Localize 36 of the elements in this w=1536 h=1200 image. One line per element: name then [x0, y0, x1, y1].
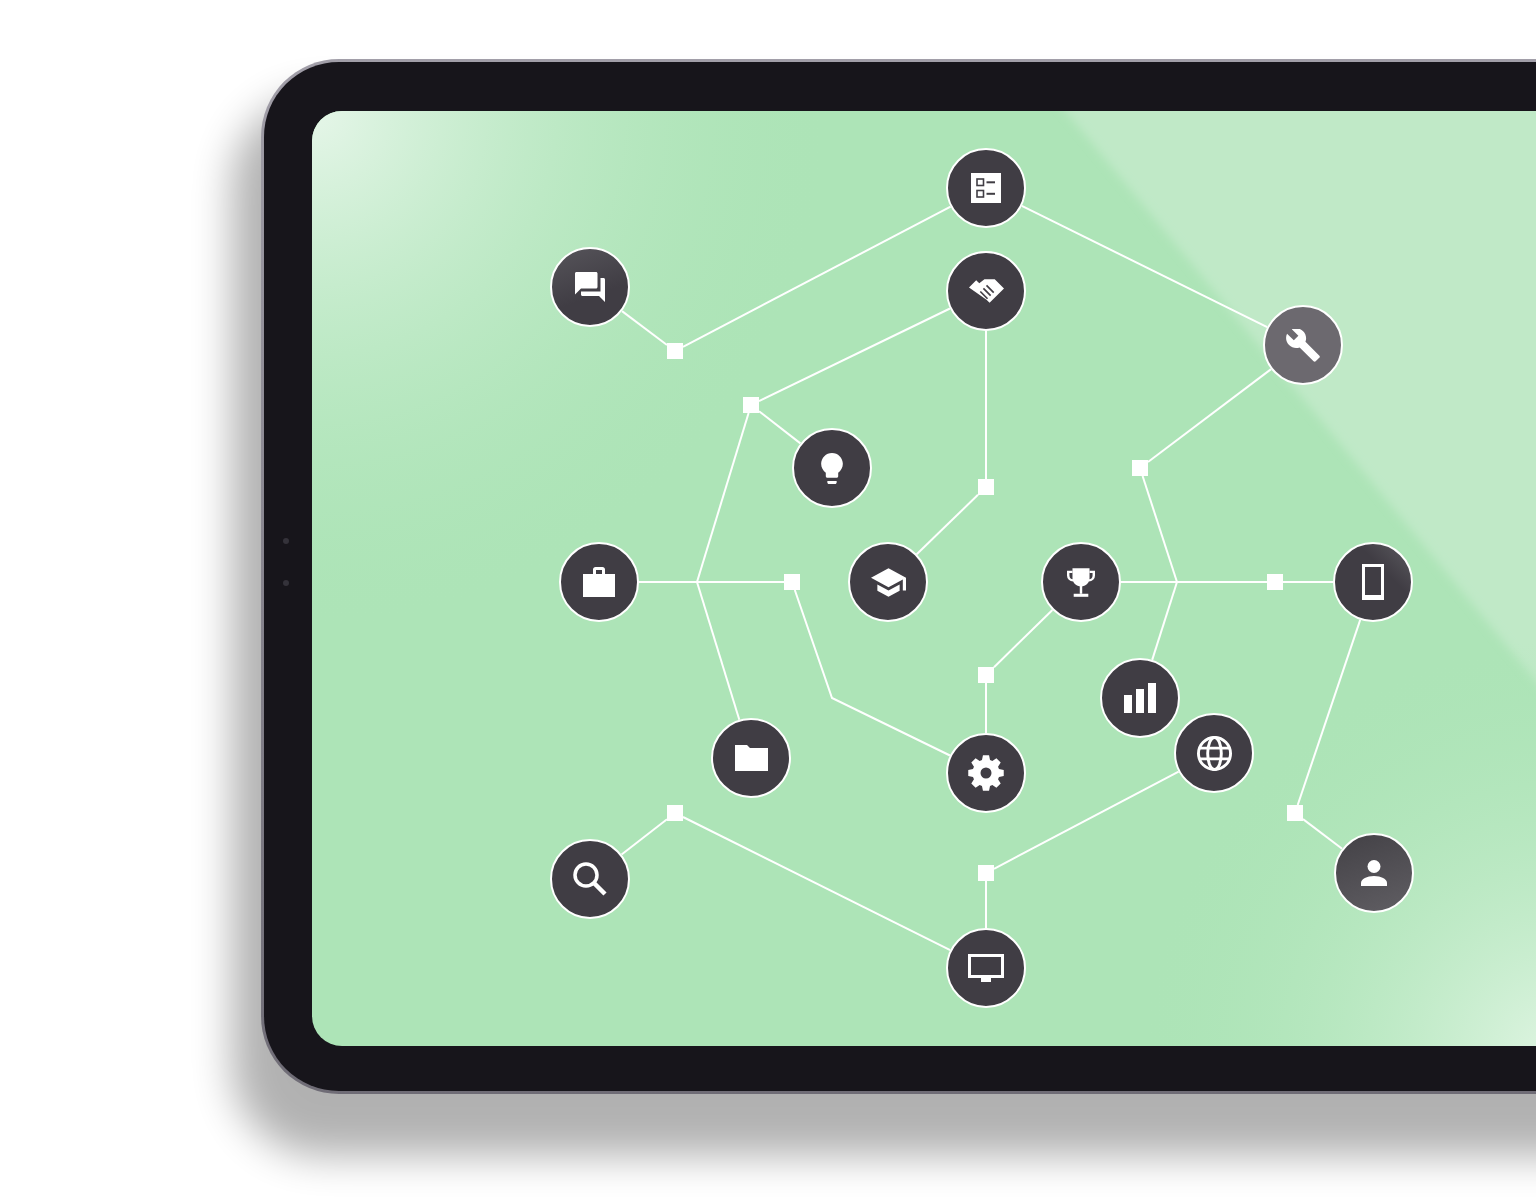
connector-line — [1020, 204, 1269, 329]
junction-node — [978, 865, 994, 881]
junction-node — [1132, 460, 1148, 476]
connector-line — [985, 682, 987, 734]
junction-node — [1287, 805, 1303, 821]
connector-line — [1302, 818, 1344, 850]
connector-line — [915, 493, 979, 556]
connector-line — [696, 412, 750, 583]
junction-node — [978, 479, 994, 495]
connector-line — [993, 770, 1180, 870]
connector-line — [1176, 581, 1268, 583]
junction-node — [667, 805, 683, 821]
connector-line — [638, 581, 698, 583]
junction-node — [1267, 574, 1283, 590]
connector-line — [1296, 618, 1362, 806]
connector-line — [682, 816, 952, 952]
connector-line — [1120, 581, 1178, 583]
connector-line — [620, 818, 668, 856]
connector-line — [696, 581, 741, 721]
connector-line — [1141, 475, 1178, 583]
connector-line — [985, 880, 987, 929]
connector-line — [758, 307, 951, 403]
junction-node — [978, 667, 994, 683]
connector-line — [985, 330, 987, 480]
connector-line — [758, 410, 802, 445]
connector-line — [696, 581, 785, 583]
connector-line — [993, 609, 1054, 669]
connector-line — [793, 589, 951, 757]
connector-line — [1151, 581, 1178, 661]
junction-node — [743, 397, 759, 413]
junction-node — [667, 343, 683, 359]
connector-line — [1147, 368, 1273, 463]
junction-node — [784, 574, 800, 590]
connector-line — [621, 310, 668, 346]
connector-line — [682, 205, 952, 348]
connector-line — [1282, 581, 1334, 583]
